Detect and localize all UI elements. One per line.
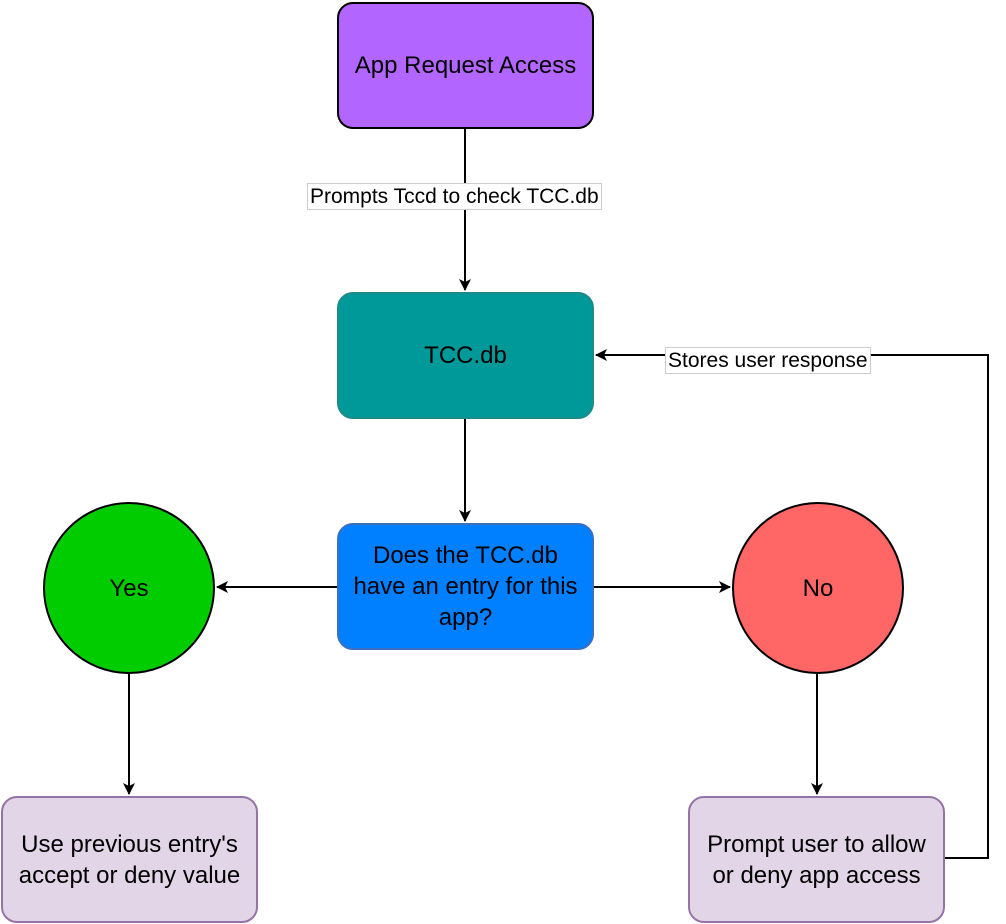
tcc-db-label: TCC.db	[424, 342, 507, 369]
decision-label: Does the TCC.db have an entry for this a…	[353, 542, 578, 631]
prompt-user-node: Prompt user to allow or deny app access	[688, 796, 945, 923]
decision-node: Does the TCC.db have an entry for this a…	[337, 523, 594, 650]
edge-label-prompts-tccd: Prompts Tccd to check TCC.db	[307, 183, 602, 210]
no-node: No	[732, 502, 904, 674]
no-label: No	[802, 574, 834, 602]
tcc-db-node: TCC.db	[337, 292, 594, 419]
app-request-access-label: App Request Access	[354, 52, 577, 79]
yes-node: Yes	[43, 502, 215, 674]
edge-label-stores-user-response: Stores user response	[665, 347, 871, 374]
app-request-access-node: App Request Access	[337, 2, 594, 129]
prompt-user-label: Prompt user to allow or deny app access	[707, 830, 926, 889]
yes-label: Yes	[109, 574, 149, 602]
use-previous-entry-label: Use previous entry's accept or deny valu…	[18, 830, 241, 889]
use-previous-entry-node: Use previous entry's accept or deny valu…	[1, 796, 258, 923]
